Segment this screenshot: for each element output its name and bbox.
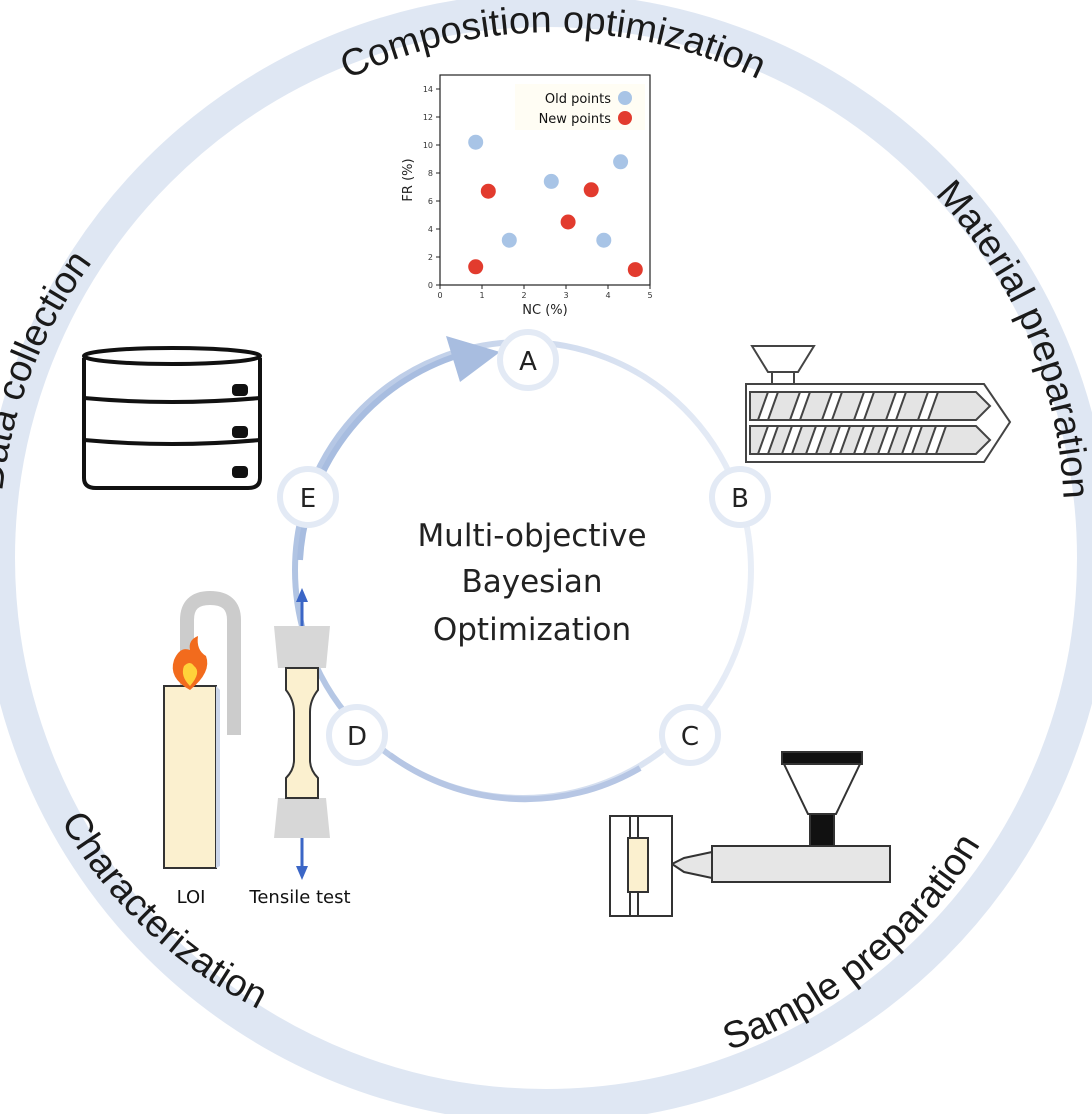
chart-legend: Old points New points: [515, 84, 645, 130]
old-data-point: [543, 173, 559, 189]
chart-x-tick-label: 2: [521, 291, 526, 300]
center-title-line2: Bayesian: [461, 564, 602, 600]
new-data-point: [583, 182, 599, 198]
svg-text:C: C: [681, 722, 699, 752]
legend-entry-old: Old points: [545, 92, 611, 107]
chart-y-tick-label: 0: [428, 281, 433, 290]
chart-x-axis-title: NC (%): [522, 303, 567, 318]
chart-y-tick-label: 10: [423, 141, 433, 150]
tensile-test-icon: [274, 588, 330, 880]
center-title-line3: Optimization: [433, 612, 631, 648]
chart-y-tick-label: 14: [423, 85, 433, 94]
chart-y-tick-label: 6: [428, 197, 433, 206]
chart-y-tick-label: 12: [423, 113, 433, 122]
chart-y-tick-label: 2: [428, 253, 433, 262]
new-data-point: [560, 214, 576, 230]
svg-text:D: D: [347, 722, 367, 752]
inner-cycle-arrowhead: [446, 336, 500, 382]
new-data-point: [468, 259, 484, 275]
step-badge-e: E: [277, 466, 339, 528]
chart-y-axis-title: FR (%): [401, 158, 416, 201]
loi-label: LOI: [177, 887, 206, 908]
step-badge-a: A: [497, 329, 559, 391]
step-badge-b: B: [709, 466, 771, 528]
old-data-point: [468, 134, 484, 150]
chart-x-tick-label: 1: [479, 291, 484, 300]
center-title-line1: Multi-objective: [417, 518, 646, 554]
step-badge-c: C: [659, 704, 721, 766]
chart-x-tick-label: 5: [647, 291, 652, 300]
chart-y-tick-label: 4: [428, 225, 433, 234]
injection-molding-icon: [609, 751, 891, 917]
chart-y-tick-label: 8: [428, 169, 433, 178]
new-data-point: [627, 262, 643, 278]
chart-x-tick-label: 0: [437, 291, 442, 300]
svg-text:E: E: [300, 484, 316, 514]
extruder-icon: [745, 345, 1012, 463]
old-data-point: [501, 232, 517, 248]
svg-text:B: B: [731, 484, 749, 514]
flame-icon: [172, 636, 208, 690]
step-badge-d: D: [326, 704, 388, 766]
old-data-point: [596, 232, 612, 248]
chart-x-tick-label: 4: [605, 291, 610, 300]
inner-cycle-arrow-segment-bottom: [388, 752, 642, 803]
old-data-point: [613, 154, 629, 170]
legend-marker-old: [618, 91, 632, 105]
svg-text:A: A: [519, 347, 537, 377]
loi-apparatus-icon: [163, 590, 241, 869]
chart-x-tick-label: 3: [563, 291, 568, 300]
legend-marker-new: [618, 111, 632, 125]
database-icon: [82, 346, 262, 490]
tensile-test-label: Tensile test: [248, 887, 350, 908]
legend-entry-new: New points: [539, 112, 612, 127]
new-data-point: [480, 183, 496, 199]
